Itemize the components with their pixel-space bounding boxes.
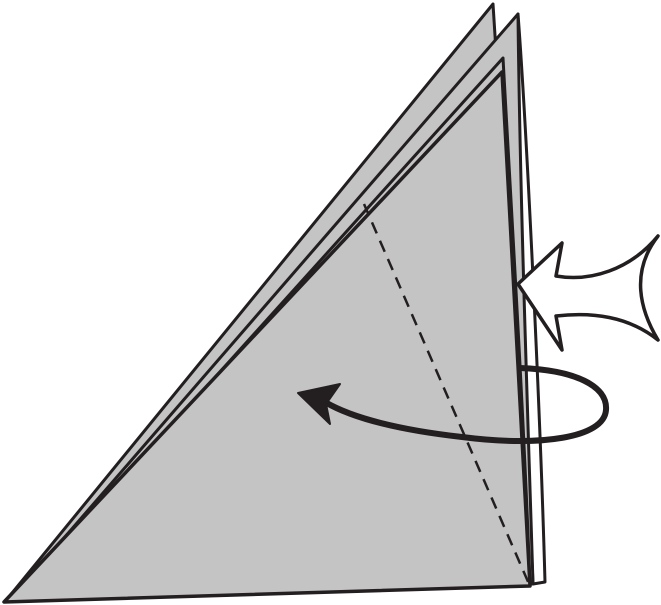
arrowhead-icon (297, 383, 341, 425)
curved-arrow-icon (322, 365, 610, 444)
fold-line (362, 203, 531, 585)
paper-layer-front (2, 70, 532, 604)
push-arrow-icon (516, 234, 660, 352)
